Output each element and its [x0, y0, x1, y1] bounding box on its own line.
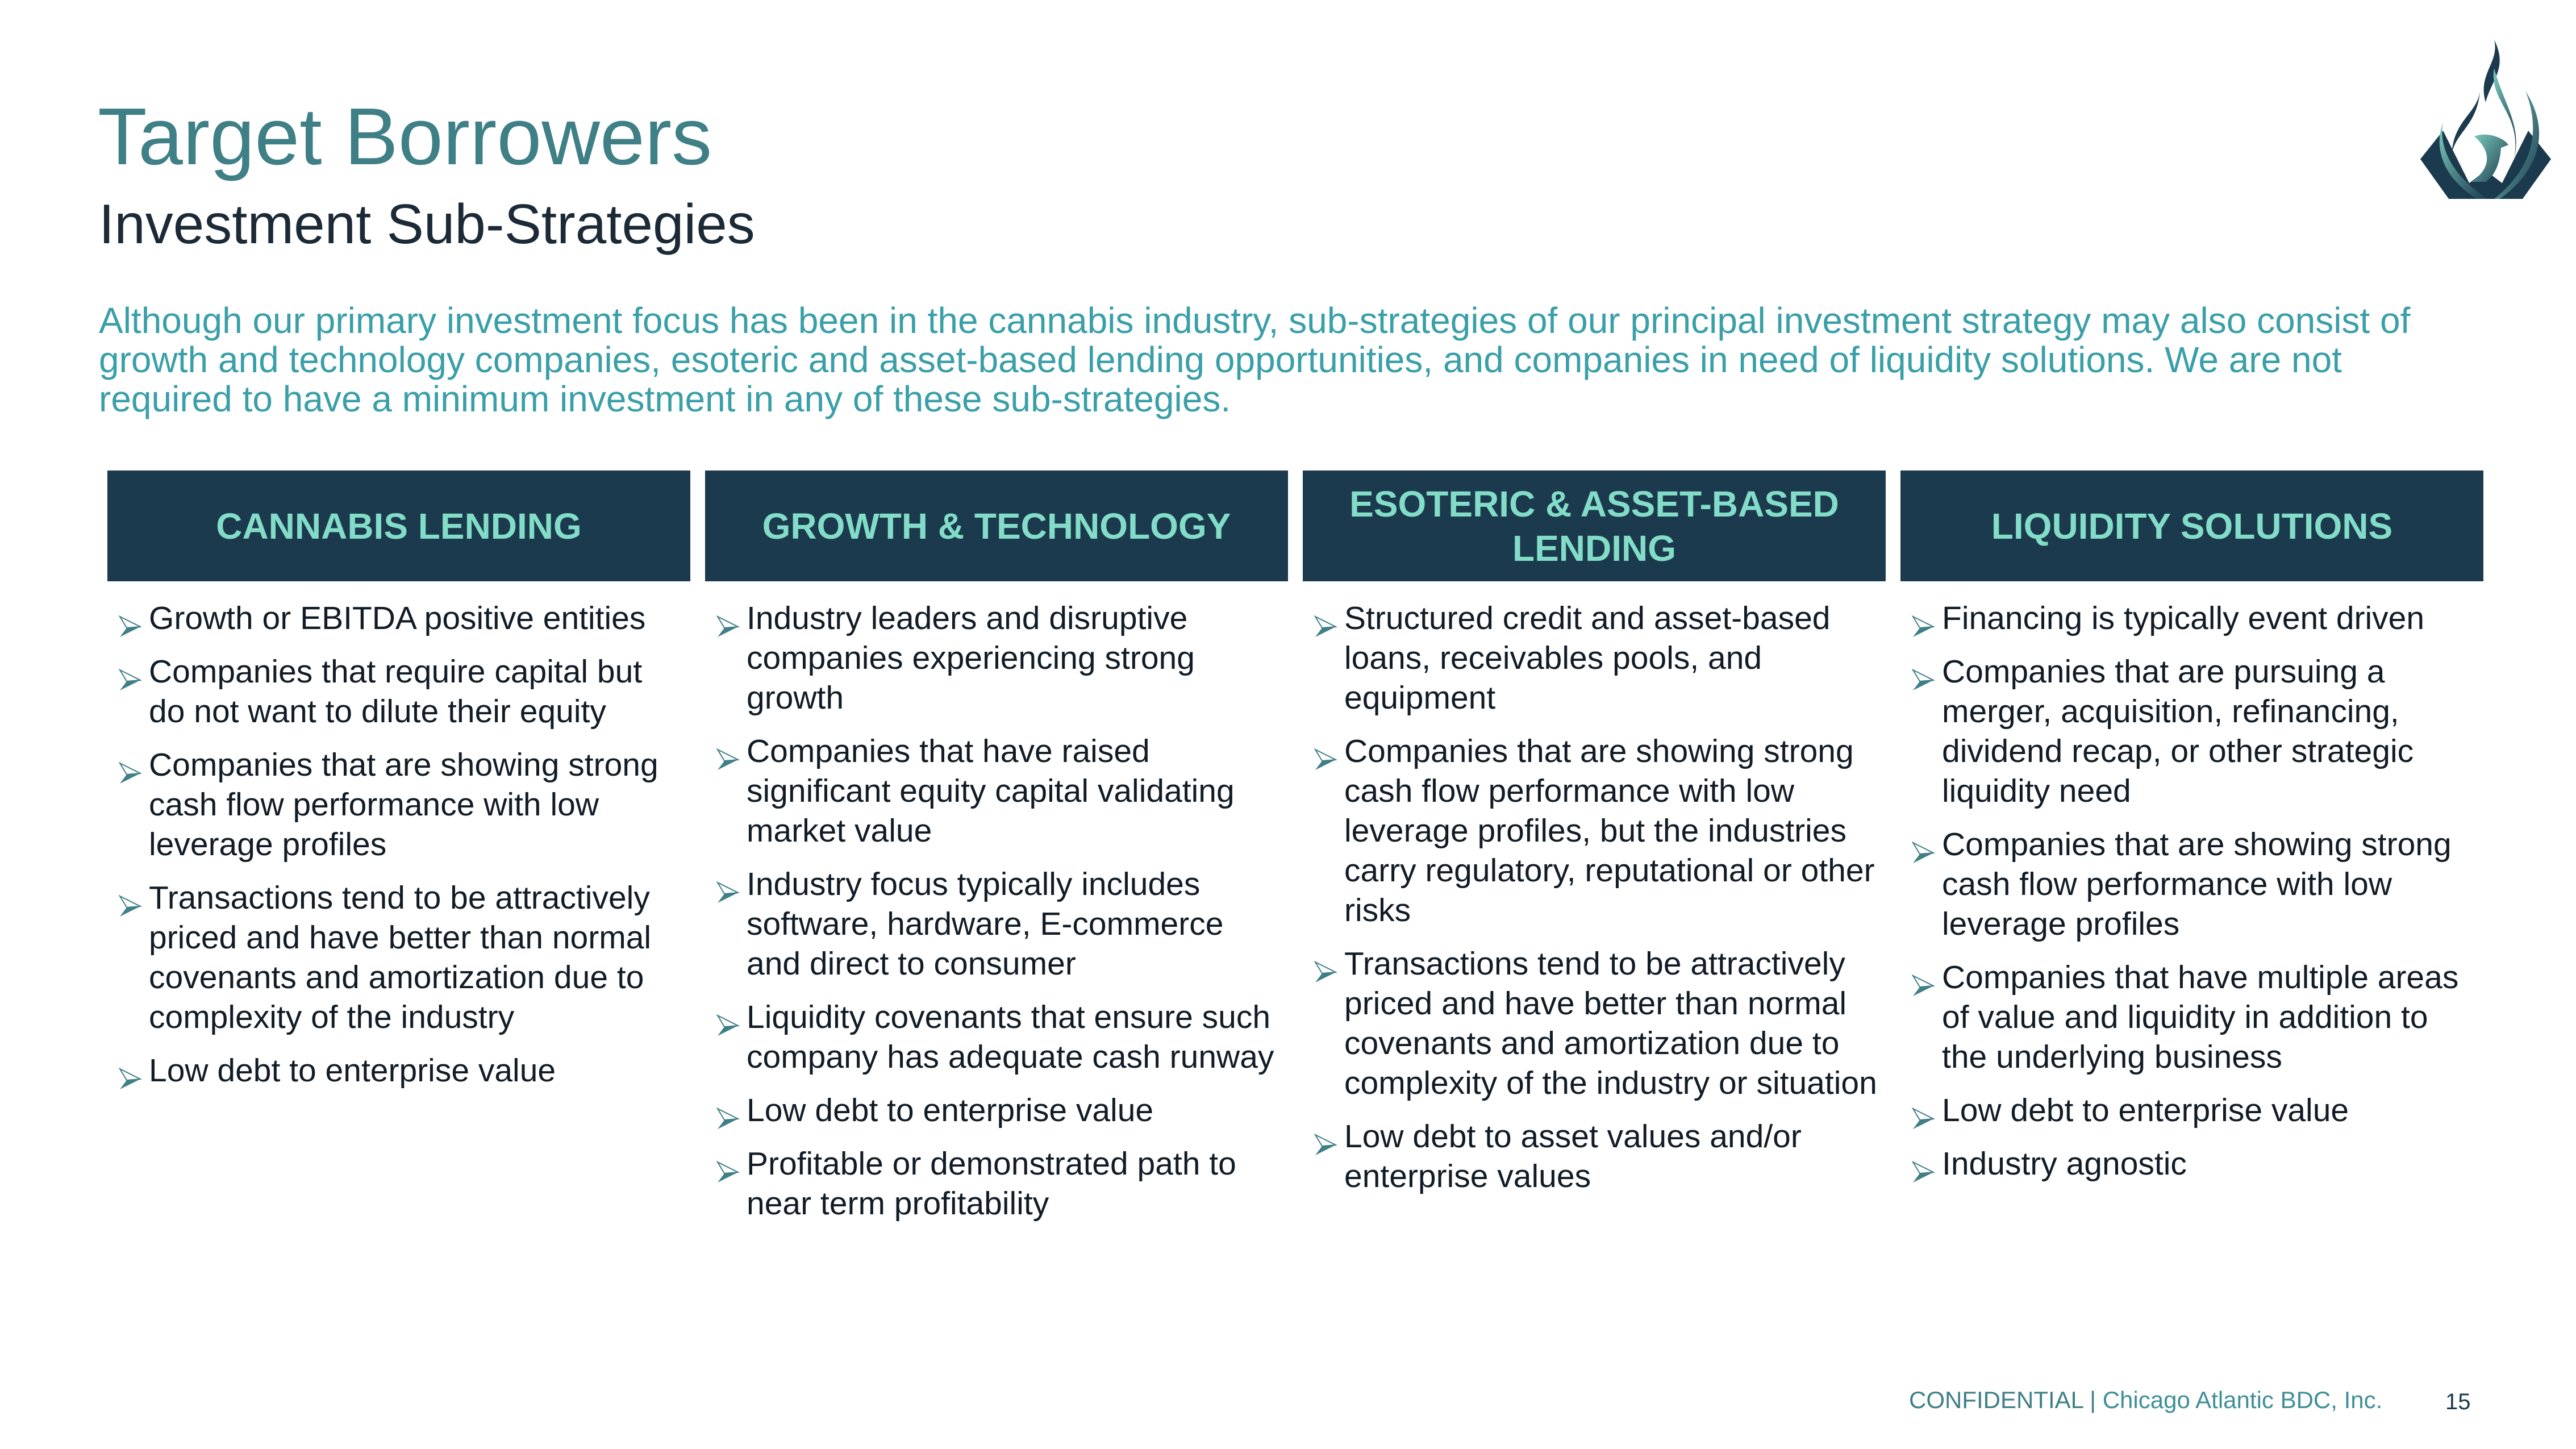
- strategy-column: LIQUIDITY SOLUTIONS Financing is typicall…: [1900, 470, 2483, 1197]
- list-item: Profitable or demonstrated path to near …: [716, 1144, 1282, 1223]
- arrow-bullet-icon: [716, 1006, 740, 1036]
- arrow-bullet-icon: [1314, 607, 1338, 637]
- list-item: Companies that are showing strong cash f…: [1314, 731, 1880, 930]
- list-item: Low debt to enterprise value: [1911, 1090, 2478, 1130]
- list-item: Financing is typically event driven: [1911, 598, 2478, 638]
- list-item-text: Profitable or demonstrated path to near …: [747, 1146, 1236, 1222]
- list-item-text: Growth or EBITDA positive entities: [149, 600, 646, 636]
- list-item: Companies that require capital but do no…: [118, 652, 685, 731]
- strategy-list: Structured credit and asset-based loans,…: [1303, 598, 1886, 1196]
- list-item-text: Financing is typically event driven: [1942, 600, 2425, 636]
- list-item-text: Transactions tend to be attractively pri…: [1344, 946, 1877, 1101]
- arrow-bullet-icon: [118, 754, 143, 784]
- confidential-label: CONFIDENTIAL |: [1909, 1386, 2103, 1413]
- arrow-bullet-icon: [716, 873, 740, 903]
- arrow-bullet-icon: [1911, 834, 1936, 863]
- list-item-text: Low debt to enterprise value: [1942, 1092, 2349, 1129]
- list-item: Industry focus typically includes softwa…: [716, 864, 1282, 984]
- list-item-text: Industry agnostic: [1942, 1146, 2187, 1182]
- list-item: Structured credit and asset-based loans,…: [1314, 598, 1880, 718]
- page-number: 15: [2445, 1389, 2471, 1414]
- arrow-bullet-icon: [1911, 967, 1936, 996]
- arrow-bullet-icon: [716, 1100, 740, 1129]
- list-item-text: Structured credit and asset-based loans,…: [1344, 600, 1831, 716]
- company-logo-icon: [2420, 40, 2551, 199]
- arrow-bullet-icon: [118, 607, 143, 637]
- list-item-text: Companies that have multiple areas of va…: [1942, 959, 2459, 1075]
- list-item: Industry leaders and disruptive companie…: [716, 598, 1282, 718]
- list-item-text: Companies that require capital but do no…: [149, 653, 643, 730]
- list-item: Liquidity covenants that ensure such com…: [716, 997, 1282, 1077]
- arrow-bullet-icon: [1911, 607, 1936, 637]
- arrow-bullet-icon: [118, 661, 143, 690]
- list-item-text: Companies that are pursuing a merger, ac…: [1942, 653, 2414, 809]
- list-item: Growth or EBITDA positive entities: [118, 598, 685, 638]
- strategy-column: GROWTH & TECHNOLOGY Industry leaders and …: [705, 470, 1288, 1237]
- list-item: Low debt to asset values and/or enterpri…: [1314, 1117, 1880, 1196]
- list-item: Companies that have raised significant e…: [716, 731, 1282, 851]
- list-item: Transactions tend to be attractively pri…: [118, 878, 685, 1037]
- page-subtitle: Investment Sub-Strategies: [99, 193, 755, 255]
- arrow-bullet-icon: [1911, 661, 1936, 690]
- list-item-text: Low debt to enterprise value: [747, 1092, 1154, 1129]
- arrow-bullet-icon: [1911, 1153, 1936, 1182]
- list-item-text: Industry leaders and disruptive companie…: [747, 600, 1195, 716]
- strategy-list: Industry leaders and disruptive companie…: [705, 598, 1288, 1223]
- list-item-text: Companies that are showing strong cash f…: [1942, 826, 2452, 942]
- list-item-text: Low debt to asset values and/or enterpri…: [1344, 1118, 1802, 1194]
- list-item-text: Transactions tend to be attractively pri…: [149, 880, 652, 1035]
- list-item: Low debt to enterprise value: [716, 1090, 1282, 1130]
- list-item-text: Companies that have raised significant e…: [747, 733, 1235, 849]
- list-item-text: Companies that are showing strong cash f…: [149, 747, 658, 863]
- arrow-bullet-icon: [118, 1060, 143, 1089]
- arrow-bullet-icon: [716, 607, 740, 637]
- list-item: Companies that have multiple areas of va…: [1911, 957, 2478, 1077]
- company-name: Chicago Atlantic BDC, Inc.: [2102, 1386, 2383, 1413]
- arrow-bullet-icon: [1314, 1126, 1338, 1155]
- list-item: Companies that are pursuing a merger, ac…: [1911, 652, 2478, 811]
- list-item: Transactions tend to be attractively pri…: [1314, 944, 1880, 1103]
- list-item-text: Industry focus typically includes softwa…: [747, 866, 1224, 982]
- arrow-bullet-icon: [1314, 953, 1338, 982]
- list-item: Industry agnostic: [1911, 1144, 2478, 1184]
- strategy-header: GROWTH & TECHNOLOGY: [705, 470, 1288, 581]
- list-item: Companies that are showing strong cash f…: [1911, 825, 2478, 944]
- strategy-column: CANNABIS LENDING Growth or EBITDA positiv…: [107, 470, 690, 1104]
- arrow-bullet-icon: [118, 887, 143, 917]
- footer-text: CONFIDENTIAL | Chicago Atlantic BDC, Inc…: [1909, 1386, 2382, 1414]
- arrow-bullet-icon: [1911, 1100, 1936, 1129]
- intro-paragraph: Although our primary investment focus ha…: [99, 300, 2411, 419]
- list-item: Companies that are showing strong cash f…: [118, 745, 685, 864]
- list-item: Low debt to enterprise value: [118, 1051, 685, 1090]
- arrow-bullet-icon: [1314, 740, 1338, 770]
- list-item-text: Companies that are showing strong cash f…: [1344, 733, 1875, 928]
- strategy-column: ESOTERIC & ASSET-BASED LENDING Structured…: [1303, 470, 1886, 1210]
- strategy-header: CANNABIS LENDING: [107, 470, 690, 581]
- strategy-header: LIQUIDITY SOLUTIONS: [1900, 470, 2483, 581]
- strategy-header: ESOTERIC & ASSET-BASED LENDING: [1303, 470, 1886, 581]
- arrow-bullet-icon: [716, 1153, 740, 1182]
- list-item-text: Liquidity covenants that ensure such com…: [747, 999, 1274, 1075]
- list-item-text: Low debt to enterprise value: [149, 1052, 556, 1089]
- page-title: Target Borrowers: [98, 91, 712, 182]
- arrow-bullet-icon: [716, 740, 740, 770]
